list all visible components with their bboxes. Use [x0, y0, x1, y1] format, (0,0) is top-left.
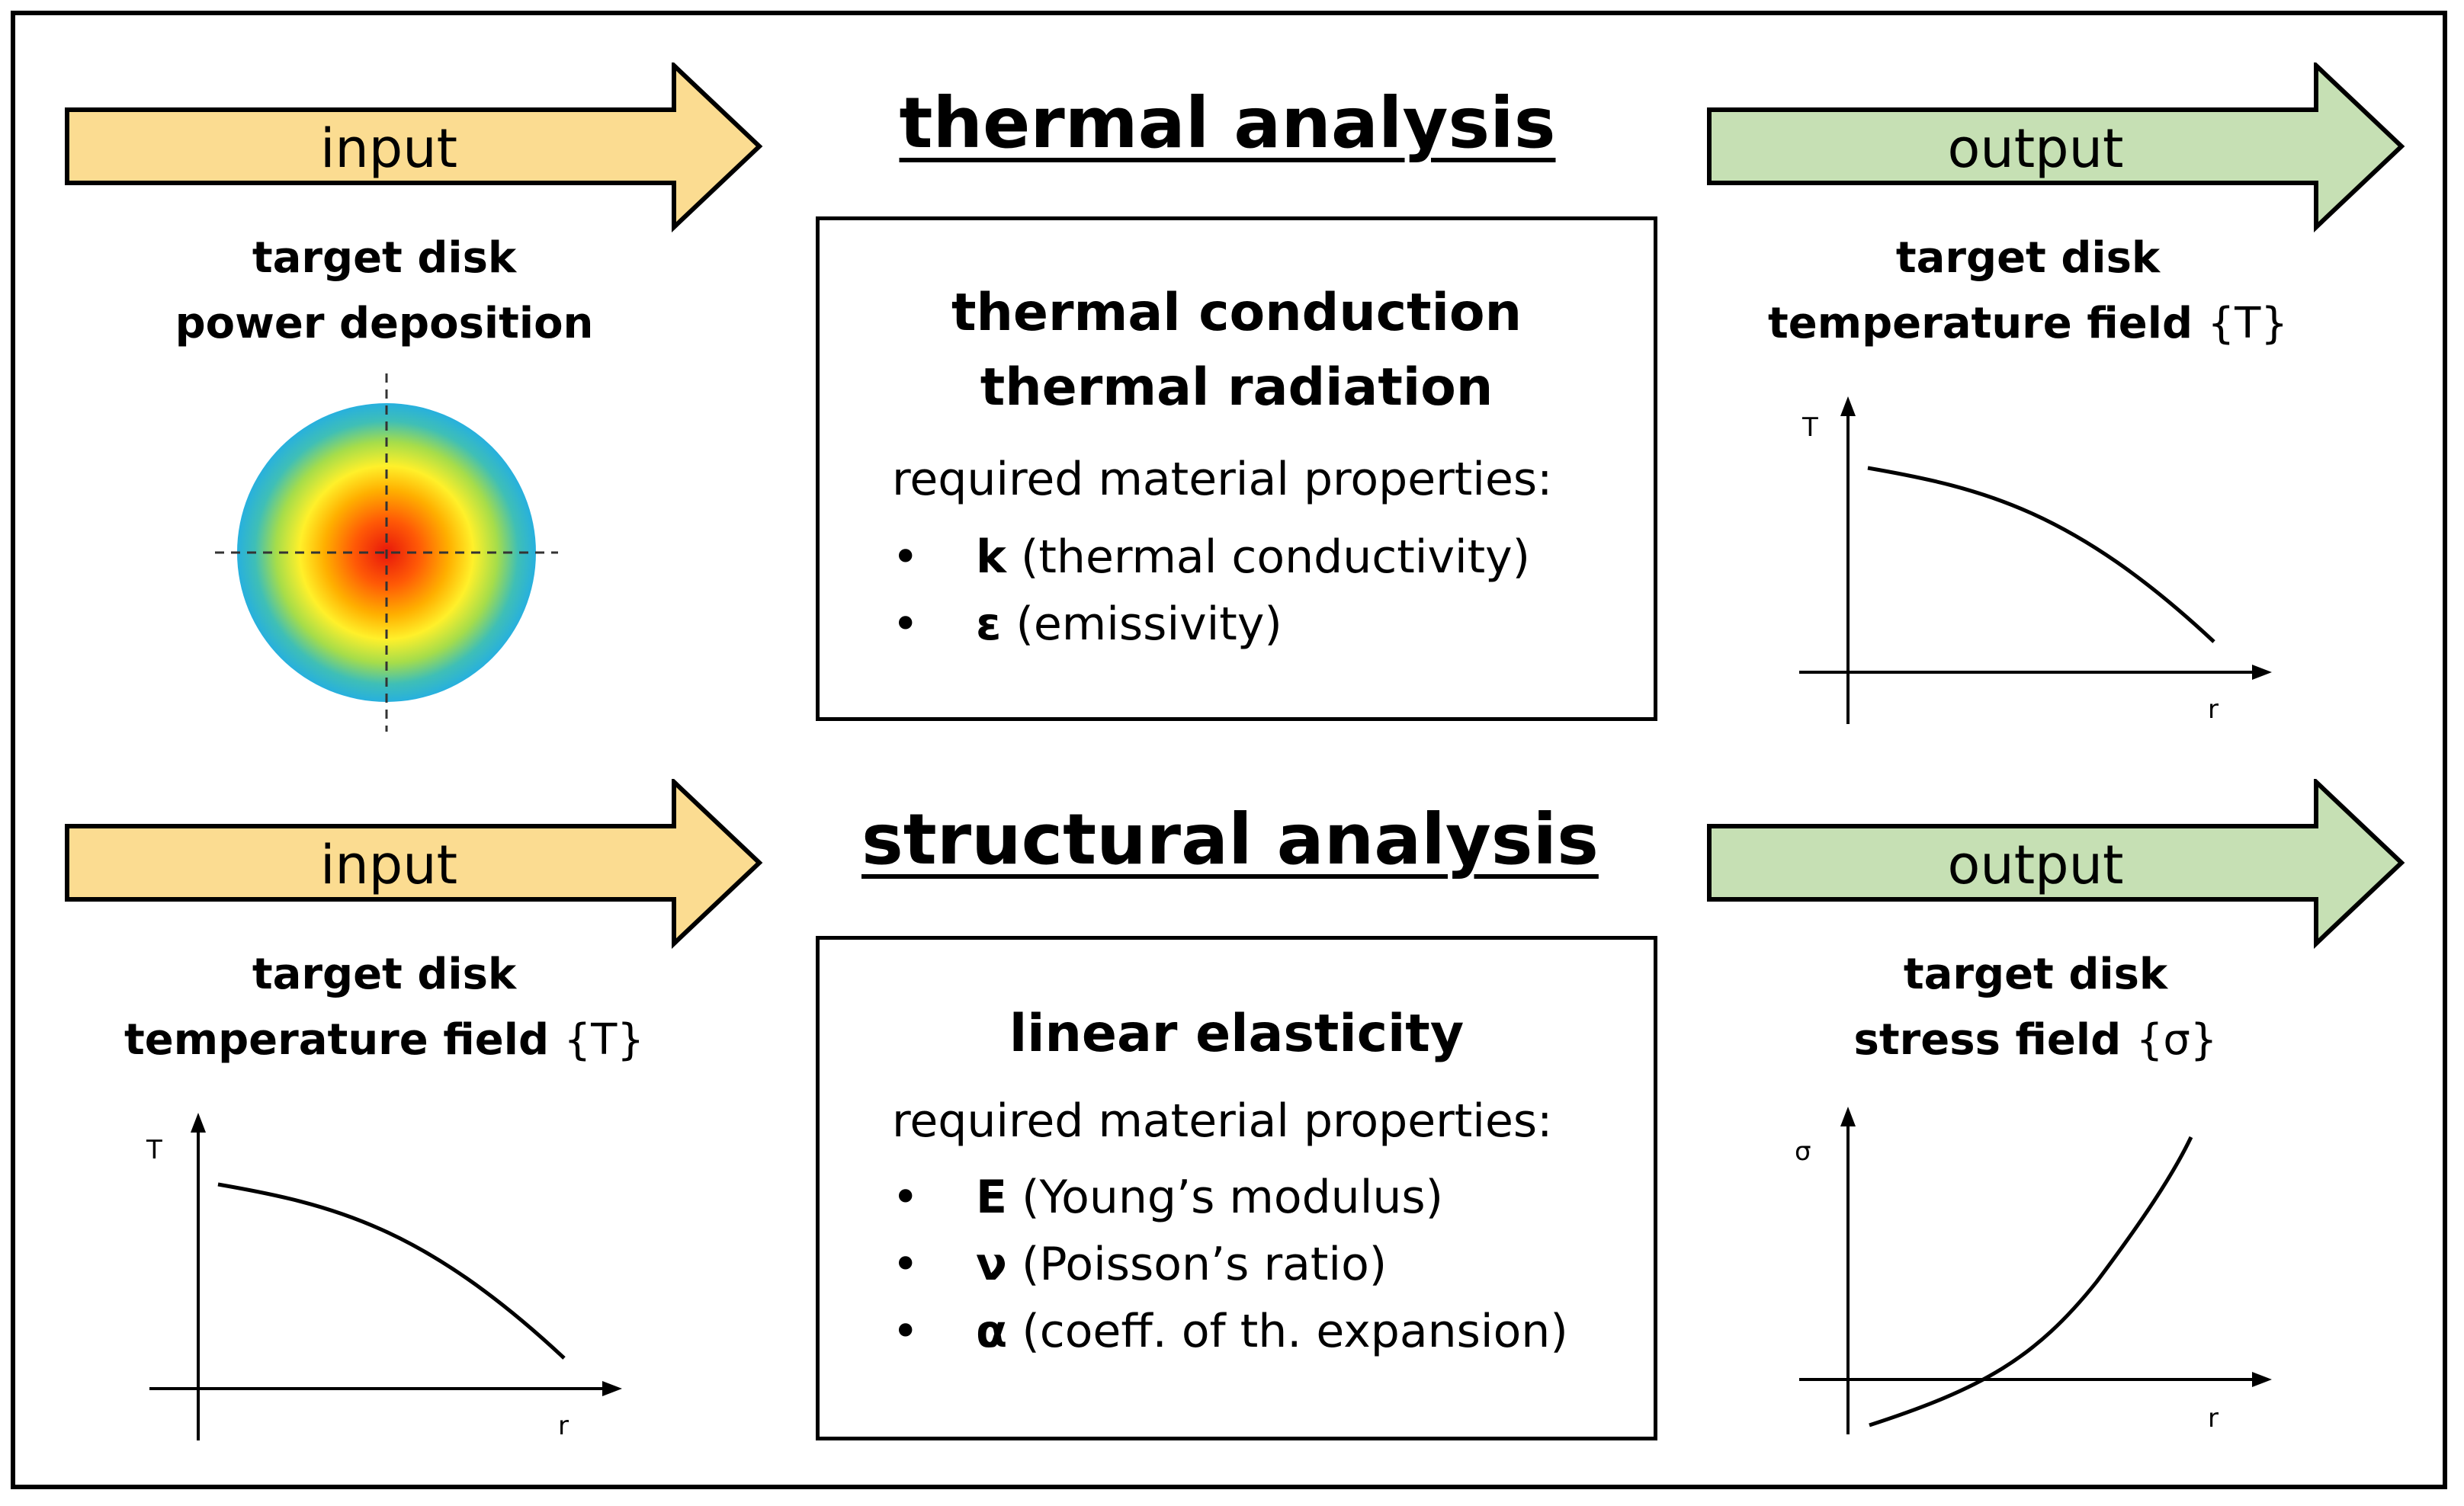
caption-plain-text: {T} [2207, 299, 2289, 348]
property-description: (coeff. of th. expansion) [1022, 1305, 1568, 1358]
y-axis-label: T [146, 1135, 162, 1165]
x-axis-arrowhead [2252, 1372, 2272, 1387]
structural-box-line1: linear elasticity [1009, 1004, 1465, 1064]
structural-input-arrow-label: input [319, 834, 458, 896]
caption-bold-text: temperature field [124, 1015, 550, 1065]
thermal-input-arrow [65, 62, 763, 232]
thermal-input-caption: target disk power deposition [79, 226, 689, 357]
structural-input-plot: T r [146, 1113, 622, 1441]
structural-input-caption: target disk temperature field {T} [79, 942, 689, 1073]
y-axis-label: σ [1795, 1136, 1811, 1167]
structural-box-subtitle: required material properties: [892, 1094, 1553, 1148]
caption-plain-text: {σ} [2135, 1015, 2218, 1065]
caption-bold-text: stress field [1853, 1015, 2122, 1065]
property-description: (thermal conductivity) [1020, 530, 1531, 584]
x-axis-label: r [2208, 1403, 2219, 1434]
bullet: • [892, 598, 919, 651]
thermal-output-arrow-shape [1707, 62, 2405, 232]
thermal-box-line1: thermal conduction [951, 283, 1522, 343]
y-axis-arrowhead [1840, 1107, 1856, 1126]
structural-output-plot: σ r [1795, 1107, 2272, 1434]
property-symbol: k [976, 530, 1006, 584]
structural-property-item: • α (coeff. of th. expansion) [892, 1301, 1568, 1362]
bullet: • [892, 1305, 919, 1358]
structural-property-item: • E (Young’s modulus) [892, 1167, 1443, 1228]
structural-analysis-title: structural analysis [861, 799, 1599, 880]
thermal-input-arrow-label: input [319, 117, 458, 180]
stress-curve [1869, 1136, 2193, 1427]
property-symbol: ν [976, 1238, 1007, 1291]
property-symbol: E [976, 1171, 1007, 1224]
y-axis-arrowhead [1840, 396, 1856, 416]
thermal-box-subtitle: required material properties: [892, 453, 1553, 506]
structural-property-item: • ν (Poisson’s ratio) [892, 1234, 1387, 1295]
bullet: • [892, 1238, 919, 1291]
structural-input-arrow [65, 779, 763, 949]
temperature-curve [217, 1182, 566, 1360]
structural-output-arrow-shape [1707, 779, 2405, 949]
thermal-analysis-box: thermal conduction thermal radiation req… [816, 216, 1657, 721]
bullet: • [892, 530, 919, 584]
property-description: (Young’s modulus) [1022, 1171, 1444, 1224]
thermal-output-caption-line1: target disk [1895, 233, 2161, 283]
structural-input-arrow-shape [65, 779, 763, 949]
power-deposition-disk-figure [215, 373, 558, 732]
x-axis-label: r [2208, 694, 2219, 725]
property-description: (Poisson’s ratio) [1021, 1238, 1388, 1291]
thermal-output-plot: T r [1799, 396, 2272, 725]
structural-input-caption-line1: target disk [252, 950, 517, 999]
bullet: • [892, 1171, 919, 1224]
structural-output-caption-line1: target disk [1903, 950, 2168, 999]
structural-input-caption-line2: temperature field {T} [79, 1008, 689, 1073]
thermal-output-caption-line2: temperature field {T} [1723, 291, 2333, 357]
thermal-output-caption: target disk temperature field {T} [1723, 226, 2333, 357]
property-description: (emissivity) [1015, 598, 1282, 651]
structural-output-caption-line2: stress field {σ} [1731, 1008, 2340, 1073]
caption-plain-text: {T} [563, 1015, 645, 1065]
structural-analysis-box: linear elasticity required material prop… [816, 936, 1657, 1440]
thermal-output-arrow-label: output [1947, 117, 2124, 180]
caption-bold-text: temperature field [1767, 299, 2193, 348]
thermal-analysis-title: thermal analysis [899, 82, 1556, 164]
structural-output-arrow [1707, 779, 2405, 949]
thermal-input-arrow-shape [65, 62, 763, 232]
property-symbol: α [976, 1305, 1008, 1358]
structural-output-arrow-label: output [1947, 834, 2124, 896]
x-axis-arrowhead [602, 1381, 622, 1396]
thermal-input-caption-line1: target disk [252, 233, 517, 283]
thermal-output-arrow [1707, 62, 2405, 232]
temperature-curve [1867, 466, 2215, 643]
x-axis-label: r [558, 1411, 569, 1441]
x-axis-arrowhead [2252, 665, 2272, 680]
property-symbol: ε [976, 598, 1002, 651]
y-axis-arrowhead [191, 1113, 206, 1133]
structural-output-caption: target disk stress field {σ} [1731, 942, 2340, 1073]
thermal-property-item: • k (thermal conductivity) [892, 527, 1530, 588]
thermal-box-line2: thermal radiation [980, 357, 1493, 418]
thermal-input-caption-line2: power deposition [175, 299, 594, 348]
thermal-property-item: • ε (emissivity) [892, 594, 1282, 655]
y-axis-label: T [1801, 412, 1818, 443]
